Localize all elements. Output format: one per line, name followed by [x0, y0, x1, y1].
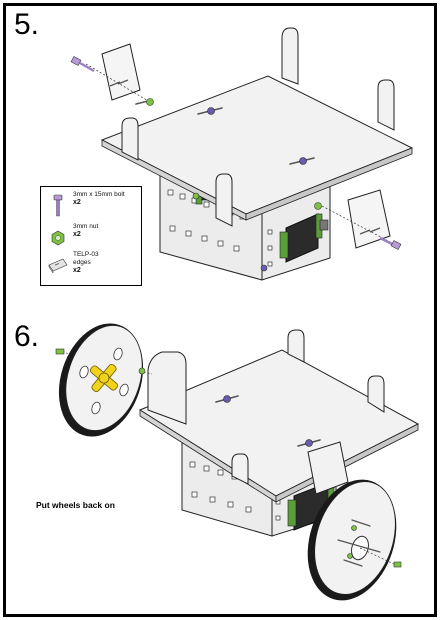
wheel-hub [89, 363, 119, 393]
step-6-number: 6. [14, 320, 40, 353]
legend-edge-label-line2: edges [73, 259, 91, 266]
legend-item-edge: TELP-03 edges x2 [41, 251, 141, 281]
step-5-number: 5. [14, 8, 40, 41]
step-6-chassis-illustration [55, 323, 420, 601]
legend-nut-qty: x2 [73, 231, 81, 238]
step-5-chassis-illustration [70, 27, 414, 281]
legend-edge-qty: x2 [73, 267, 81, 274]
parts-legend: 3mm x 15mm bolt x2 3mm nut x2 TELP-03 e [40, 186, 142, 286]
servo-motor-step5 [279, 213, 329, 263]
edge-piece-right [347, 189, 391, 249]
step-6-caption: Put wheels back on [36, 500, 115, 510]
bolt-icon [53, 194, 63, 217]
right-wheel [307, 479, 402, 601]
nut-icon [51, 230, 65, 246]
edge-piece-icon [48, 258, 68, 274]
upright-tabs-step6 [147, 329, 385, 495]
legend-edge-label-line1: TELP-03 [73, 251, 99, 258]
legend-bolt-label: 3mm x 15mm bolt [73, 191, 125, 198]
legend-item-bolt: 3mm x 15mm bolt x2 [41, 191, 141, 221]
left-wheel [55, 323, 153, 437]
bolts-step5 [70, 56, 402, 272]
legend-item-nut: 3mm nut x2 [41, 223, 141, 253]
legend-nut-label: 3mm nut [73, 223, 99, 230]
page-border [3, 3, 437, 617]
legend-bolt-qty: x2 [73, 199, 81, 206]
upright-tabs-step5 [121, 27, 395, 227]
edge-piece-left [101, 43, 141, 101]
